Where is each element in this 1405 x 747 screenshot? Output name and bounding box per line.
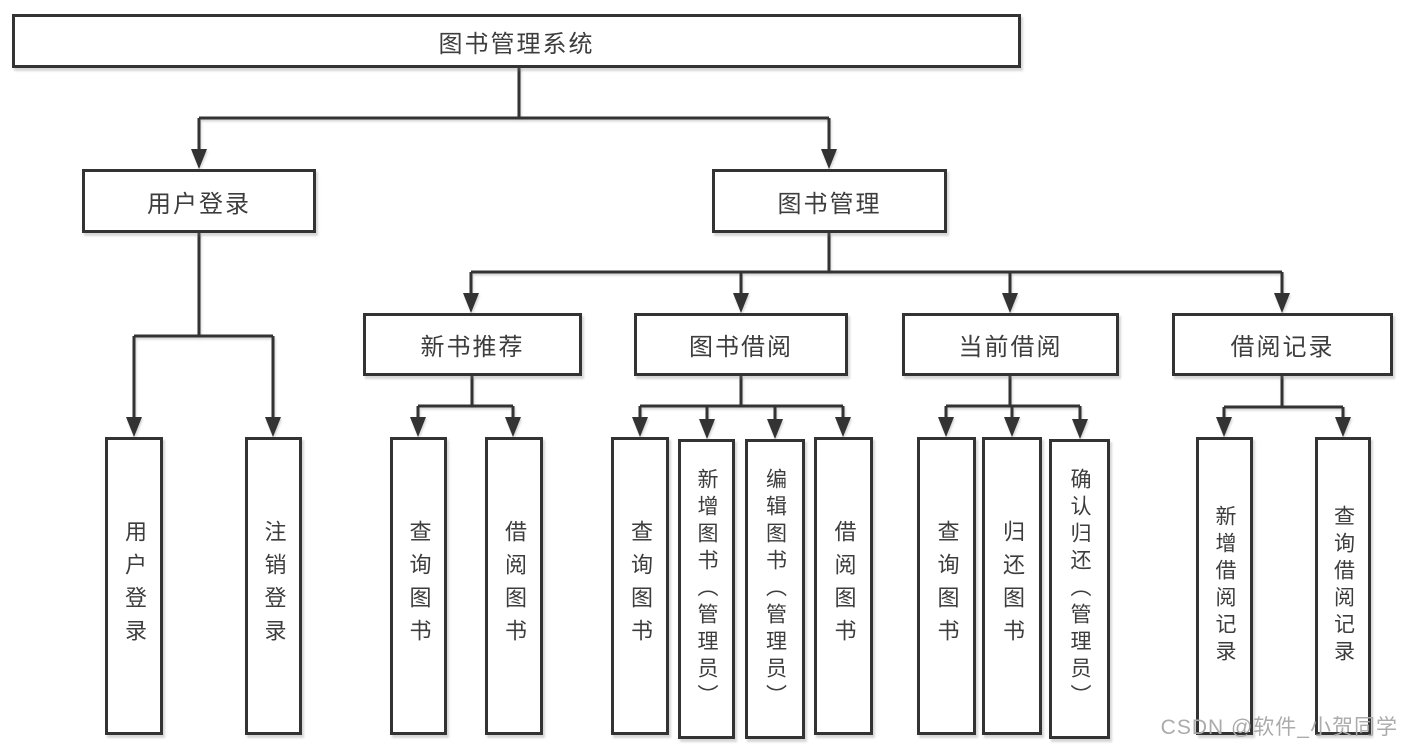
- node-root: 图书管理系统: [12, 14, 1021, 68]
- leaf-query-books-recommend: 查询图书: [390, 437, 447, 735]
- connector-bookmgmt-to-sections: [463, 233, 1290, 313]
- arrow-down-icon: [191, 149, 837, 169]
- connector-borrowrecord-to-leaves: [1216, 376, 1351, 437]
- connector-currentborrow-to-leaves: [938, 376, 1088, 439]
- leaf-edit-books-admin-label: 编辑图书（管理员）: [763, 467, 787, 711]
- node-user-login-label: 用户登录: [147, 190, 251, 218]
- node-new-book-recommend: 新书推荐: [363, 313, 582, 376]
- watermark: CSDN @软件_小贺同学: [1160, 716, 1398, 739]
- leaf-add-books-admin-label: 新增图书（管理员）: [695, 467, 718, 711]
- leaf-return-books: 归还图书: [982, 437, 1042, 735]
- leaf-add-borrow-record: 新增借阅记录: [1196, 437, 1253, 735]
- leaf-return-books-label: 归还图书: [1000, 520, 1025, 652]
- leaf-query-books-borrow: 查询图书: [611, 437, 669, 735]
- node-root-label: 图书管理系统: [438, 30, 595, 58]
- leaf-logout: 注销登录: [245, 437, 302, 735]
- node-book-borrowing: 图书借阅: [634, 313, 848, 376]
- node-borrowing-records-label: 借阅记录: [1230, 334, 1335, 361]
- leaf-borrow-books-recommend-label: 借阅图书: [502, 520, 527, 652]
- leaf-borrow-books-label: 借阅图书: [831, 520, 857, 652]
- node-new-book-recommend-label: 新书推荐: [420, 334, 525, 361]
- arrow-down-icon: [463, 293, 1290, 313]
- arrow-down-icon: [126, 417, 281, 437]
- leaf-query-borrow-record-label: 查询借阅记录: [1331, 505, 1355, 667]
- arrow-down-icon: [1216, 417, 1351, 437]
- leaf-query-books-current: 查询图书: [917, 437, 976, 735]
- leaf-confirm-return-admin: 确认归还（管理员）: [1049, 439, 1110, 739]
- node-current-borrowing-label: 当前借阅: [958, 334, 1063, 361]
- leaf-query-books-borrow-label: 查询图书: [628, 520, 653, 652]
- leaf-query-borrow-record: 查询借阅记录: [1315, 437, 1371, 735]
- node-book-management: 图书管理: [712, 169, 947, 233]
- leaf-confirm-return-admin-label: 确认归还（管理员）: [1068, 467, 1091, 711]
- node-book-borrowing-label: 图书借阅: [689, 334, 793, 361]
- node-book-management-label: 图书管理: [777, 190, 882, 218]
- leaf-query-books-recommend-label: 查询图书: [406, 520, 432, 652]
- node-user-login: 用户登录: [82, 169, 316, 233]
- connector-root-to-level2: [191, 67, 837, 169]
- leaf-query-books-current-label: 查询图书: [934, 520, 960, 652]
- connector-bookborrow-to-leaves: [632, 376, 851, 439]
- leaf-edit-books-admin: 编辑图书（管理员）: [745, 439, 805, 739]
- leaf-user-login-label: 用户登录: [122, 520, 147, 652]
- connector-newbook-to-leaves: [410, 376, 521, 437]
- leaf-add-books-admin: 新增图书（管理员）: [678, 439, 735, 739]
- leaf-borrow-books-recommend: 借阅图书: [485, 437, 543, 735]
- arrow-down-icon: [410, 417, 521, 437]
- leaf-borrow-books: 借阅图书: [814, 437, 873, 735]
- connector-userlogin-to-leaves: [126, 233, 281, 437]
- leaf-logout-label: 注销登录: [261, 520, 287, 652]
- leaf-add-borrow-record-label: 新增借阅记录: [1213, 505, 1236, 667]
- leaf-user-login: 用户登录: [105, 437, 163, 735]
- arrow-down-icon: [632, 417, 851, 439]
- node-borrowing-records: 借阅记录: [1172, 313, 1393, 376]
- node-current-borrowing: 当前借阅: [902, 313, 1119, 376]
- arrow-down-icon: [938, 417, 1088, 439]
